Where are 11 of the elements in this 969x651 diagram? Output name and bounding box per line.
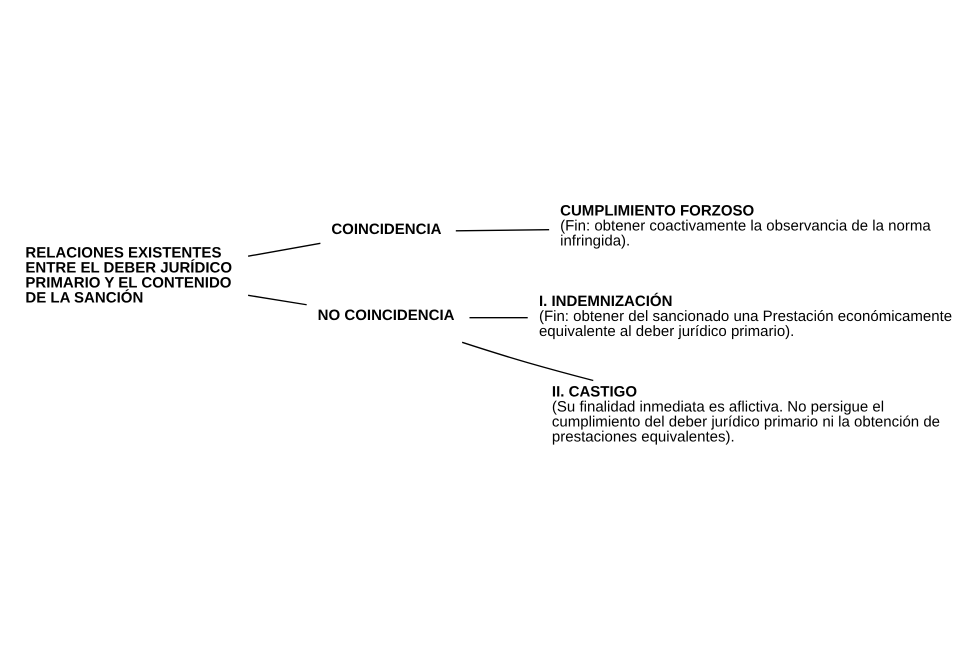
node-text: NO COINCIDENCIA: [317, 307, 454, 324]
node-text: RELACIONES EXISTENTES ENTRE EL DEBER JURÍDICO PRIMARIO Y EL CONTENIDO DE LA SANCIÓN: [24, 244, 232, 306]
connector: [461, 342, 593, 382]
node-text: I. INDEMNIZACIÓN (Fin: obtener del sancionado una Prestación económicamente equivalente al deber jurídico primario).: [538, 292, 952, 340]
connector: [455, 229, 549, 232]
node-text: II. CASTIGO (Su finalidad inmediata es aflictiva. No persigue el cumplimiento del deber jurídico primario ni la obtención de prestaciones equivalentes).: [551, 384, 940, 446]
node-text: COINCIDENCIA: [330, 221, 441, 238]
connector: [247, 242, 320, 257]
node-text: CUMPLIMIENTO FORZOSO (Fin: obtener coactivamente la observancia de la norma infringida).: [560, 202, 930, 250]
connector: [248, 294, 306, 306]
connector: [468, 316, 528, 318]
